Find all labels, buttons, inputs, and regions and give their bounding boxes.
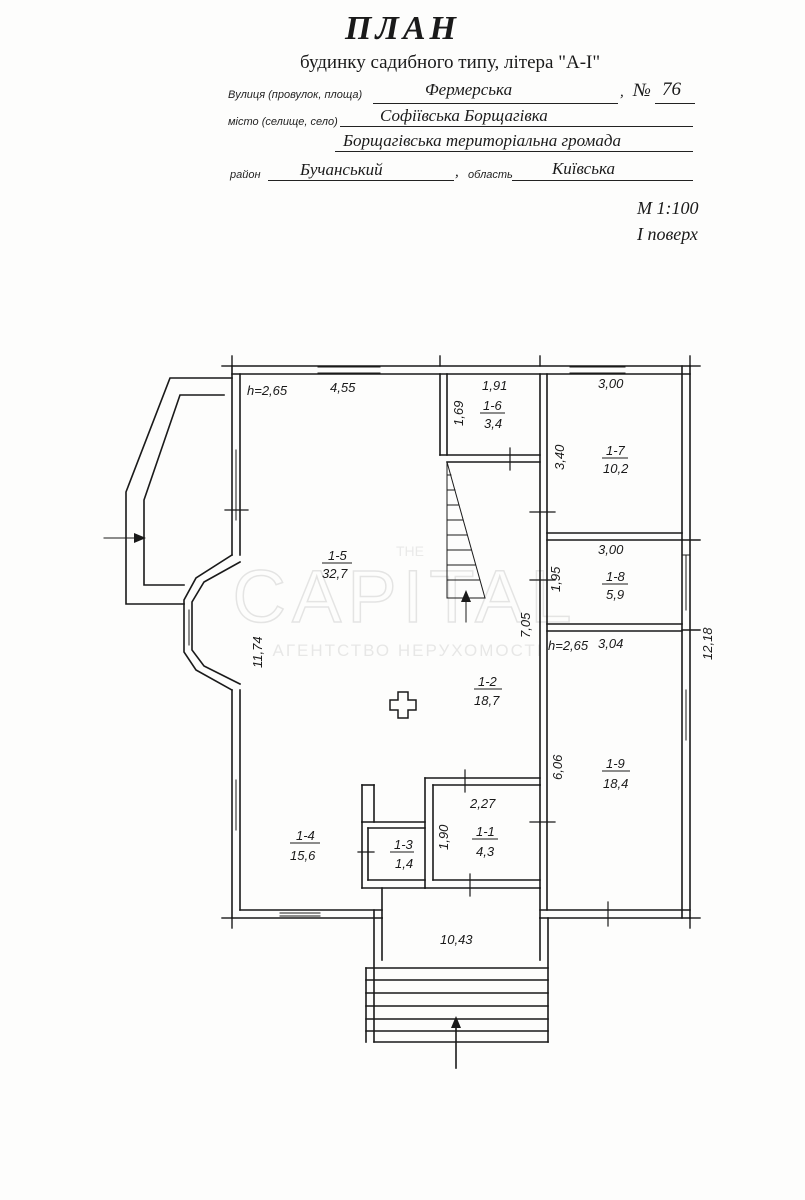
log-corners — [221, 355, 701, 929]
watermark-subtext: АГЕНТСТВО НЕРУХОМОСТІ — [273, 641, 544, 660]
number-value: 76 — [662, 79, 681, 100]
street-value: Фермерська — [425, 80, 513, 99]
room-id: 1-4 — [296, 828, 315, 843]
veranda-outline — [125, 377, 233, 605]
district-underline — [268, 180, 454, 181]
dim-overall-left: 11,74 — [250, 636, 265, 668]
dim-1-6-width: 1,91 — [482, 378, 507, 393]
room-id: 1-3 — [394, 837, 414, 852]
door-marks — [224, 447, 609, 927]
room-area: 4,3 — [476, 844, 495, 859]
community-value: Борщагівська територіальна громада — [343, 131, 621, 150]
room-1-8-label: 1-8 5,9 — [602, 569, 628, 602]
room-area: 18,7 — [474, 693, 500, 708]
number-underline — [655, 103, 695, 104]
dim-1-8-depth: 1,95 — [548, 566, 563, 592]
street-underline — [373, 103, 618, 104]
dim-overall-right: 12,18 — [700, 627, 715, 660]
dim-1-1-width: 2,27 — [469, 796, 496, 811]
floor-label: І поверх — [637, 224, 698, 244]
interior-walls — [361, 373, 683, 919]
dim-1-9-width: 3,04 — [598, 636, 623, 651]
community-underline — [335, 151, 693, 152]
room-1-1-label: 1-1 4,3 — [472, 824, 498, 859]
dim-top-left-width: 4,55 — [330, 380, 356, 395]
dim-porch-width: 10,43 — [440, 932, 473, 947]
scale-label: М 1:100 — [637, 198, 699, 218]
room-area: 32,7 — [322, 566, 348, 581]
watermark-brand: CAPITAL — [233, 555, 578, 638]
city-underline — [340, 126, 693, 127]
region-underline — [512, 180, 693, 181]
room-1-6-label: 1-6 3,4 — [480, 398, 505, 431]
room-area: 5,9 — [606, 587, 624, 602]
room-id: 1-5 — [328, 548, 348, 563]
room-id: 1-7 — [606, 443, 626, 458]
region-value: Київська — [552, 159, 615, 178]
street-label: Вулиця (провулок, площа) — [228, 89, 363, 101]
room-1-2-label: 1-2 18,7 — [474, 674, 502, 708]
page-subtitle: будинку садибного типу, літера "А-І" — [300, 52, 601, 73]
room-area: 3,4 — [484, 416, 502, 431]
room-1-9-label: 1-9 18,4 — [602, 756, 630, 791]
city-value: Софіївська Борщагівка — [380, 106, 548, 125]
dim-1-6-depth: 1,69 — [451, 401, 466, 426]
number-label: № — [633, 80, 651, 101]
room-1-5-label: 1-5 32,7 — [322, 548, 352, 581]
room-area: 1,4 — [395, 856, 413, 871]
outer-walls — [231, 365, 691, 919]
agency-watermark: THE CAPITAL АГЕНТСТВО НЕРУХОМОСТІ — [232, 543, 578, 660]
entry-arrows — [134, 533, 471, 1028]
cross-mark — [389, 691, 417, 719]
page-title: ПЛАН — [345, 10, 460, 47]
room-area: 18,4 — [603, 776, 628, 791]
ceiling-height-left: h=2,65 — [247, 383, 288, 398]
city-label: місто (селище, село) — [228, 116, 338, 128]
district-value: Бучанський — [300, 160, 383, 179]
porch-entry-arrow — [451, 1016, 461, 1028]
district-label: район — [230, 169, 261, 181]
room-1-3-label: 1-3 1,4 — [390, 837, 414, 871]
side-entry-arrow — [134, 533, 146, 543]
room-id: 1-6 — [483, 398, 503, 413]
room-1-7-label: 1-7 10,2 — [602, 443, 629, 476]
bay-window-walls — [183, 553, 242, 692]
room-area: 15,6 — [290, 848, 316, 863]
room-id: 1-8 — [606, 569, 626, 584]
windows — [235, 366, 691, 917]
ceiling-height-right: h=2,65 — [548, 638, 589, 653]
watermark-top: THE — [396, 543, 424, 559]
room-id: 1-9 — [606, 756, 625, 771]
dim-1-1-depth: 1,90 — [436, 824, 451, 850]
dim-corridor-length: 7,05 — [518, 612, 533, 638]
staircase — [446, 461, 486, 623]
stair-arrow — [461, 590, 471, 602]
region-label: область — [468, 169, 513, 181]
dim-1-9-depth: 6,06 — [550, 754, 565, 780]
room-1-4-label: 1-4 15,6 — [290, 828, 320, 863]
dim-1-7-width: 3,00 — [598, 376, 624, 391]
room-id: 1-1 — [476, 824, 495, 839]
room-id: 1-2 — [478, 674, 498, 689]
dim-1-7-depth: 3,40 — [552, 444, 567, 470]
dim-1-8-width: 3,00 — [598, 542, 624, 557]
room-area: 10,2 — [603, 461, 629, 476]
